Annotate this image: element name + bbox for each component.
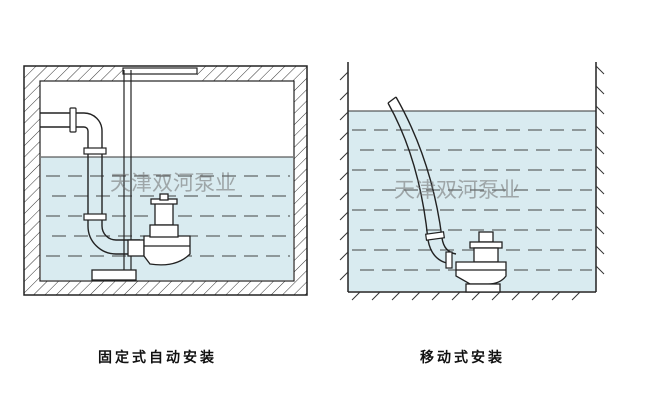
fixed-installation-figure — [23, 65, 308, 296]
flexible-hose — [387, 96, 457, 265]
caption-mobile-installation: 移动式安装 — [420, 350, 505, 366]
watermark-right: 天津双河泵业 — [394, 178, 520, 202]
water-lines-right — [352, 129, 592, 271]
caption-fixed-installation: 固定式自动安装 — [98, 350, 217, 366]
discharge-pipe-left — [40, 112, 140, 255]
mobile-installation-figure — [339, 62, 605, 301]
watermark-left: 天津双河泵业 — [110, 171, 236, 195]
hose-fittings — [424, 231, 453, 269]
submersible-pump-left — [143, 193, 191, 266]
water-right — [348, 111, 596, 291]
tank-wall-hatching — [339, 65, 605, 301]
pipe-flanges-left — [69, 107, 107, 221]
guide-rails — [123, 70, 132, 270]
submersible-pump-right — [455, 231, 507, 293]
